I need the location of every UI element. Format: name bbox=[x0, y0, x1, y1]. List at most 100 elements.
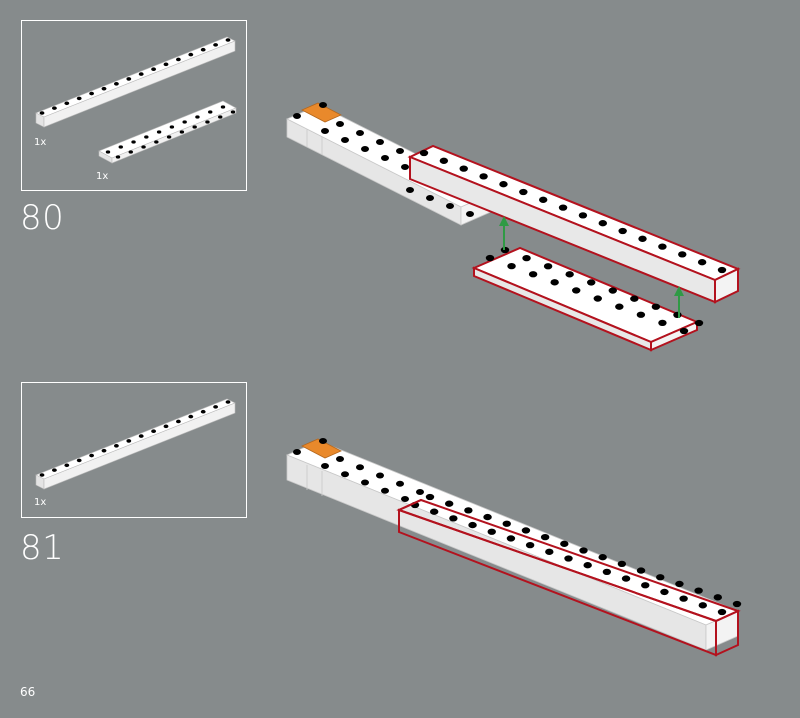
stud bbox=[131, 140, 136, 144]
stud bbox=[89, 91, 94, 96]
stud bbox=[376, 472, 384, 479]
stud bbox=[617, 560, 627, 568]
new-brick-1x16 bbox=[396, 498, 741, 657]
stud bbox=[660, 588, 669, 596]
stud bbox=[459, 165, 468, 172]
stud bbox=[540, 533, 550, 541]
arrow-up-icon bbox=[499, 216, 509, 250]
stud bbox=[195, 115, 200, 119]
step-number-81: 81 bbox=[20, 528, 65, 568]
stud bbox=[114, 82, 119, 86]
stud bbox=[485, 254, 495, 262]
stud bbox=[341, 137, 349, 143]
stud bbox=[39, 473, 45, 477]
base-assembly bbox=[285, 438, 742, 651]
stud bbox=[361, 146, 369, 152]
stud bbox=[697, 259, 707, 266]
stud bbox=[356, 464, 364, 471]
stud bbox=[406, 187, 414, 193]
stud bbox=[429, 508, 439, 515]
stud bbox=[89, 453, 94, 458]
stud bbox=[319, 102, 327, 108]
stud bbox=[401, 164, 409, 170]
stud bbox=[598, 554, 607, 561]
stud bbox=[528, 271, 538, 278]
stud bbox=[543, 263, 553, 270]
stud bbox=[572, 287, 581, 294]
stud bbox=[565, 271, 574, 278]
stud bbox=[154, 140, 159, 144]
stud bbox=[521, 527, 531, 534]
new-plate-2x10 bbox=[471, 246, 704, 352]
stud bbox=[156, 130, 162, 134]
brick-1x16-part bbox=[35, 36, 236, 128]
stud bbox=[717, 608, 727, 616]
stud bbox=[218, 115, 223, 119]
stud bbox=[105, 150, 111, 154]
parts-illustration-81: 1x bbox=[34, 398, 236, 508]
stud bbox=[166, 135, 172, 139]
stud bbox=[713, 594, 723, 601]
stud bbox=[630, 295, 639, 302]
stud bbox=[138, 434, 144, 438]
stud bbox=[615, 303, 624, 310]
stud bbox=[638, 235, 647, 242]
stud bbox=[658, 243, 667, 250]
stud bbox=[163, 424, 169, 429]
stud bbox=[182, 120, 187, 124]
stud bbox=[176, 57, 181, 62]
stud bbox=[446, 203, 454, 209]
stud bbox=[144, 135, 149, 139]
stud bbox=[163, 62, 169, 67]
stud bbox=[401, 496, 409, 502]
stud bbox=[225, 38, 231, 42]
stud bbox=[321, 128, 329, 134]
stud bbox=[618, 227, 627, 235]
stud bbox=[115, 155, 121, 159]
stud bbox=[151, 67, 157, 71]
stud bbox=[176, 419, 181, 424]
stud bbox=[564, 555, 573, 562]
stud bbox=[188, 52, 194, 57]
stud bbox=[208, 110, 213, 114]
stud bbox=[539, 196, 548, 203]
stud bbox=[126, 77, 132, 81]
stud bbox=[519, 188, 528, 196]
stud bbox=[608, 287, 617, 294]
stud bbox=[64, 463, 70, 468]
stud bbox=[506, 535, 516, 542]
stud bbox=[126, 439, 132, 443]
stud bbox=[200, 409, 206, 414]
stud bbox=[694, 319, 704, 327]
stud bbox=[679, 595, 688, 602]
stud bbox=[361, 479, 369, 486]
stud bbox=[641, 582, 650, 589]
stud bbox=[425, 493, 435, 501]
stud bbox=[678, 251, 687, 258]
stud bbox=[636, 567, 646, 574]
stud bbox=[732, 600, 742, 608]
stud bbox=[587, 279, 596, 286]
stud bbox=[464, 507, 473, 514]
stud bbox=[444, 500, 454, 507]
stud bbox=[656, 574, 665, 581]
page-number: 66 bbox=[20, 685, 36, 699]
stud bbox=[636, 311, 646, 318]
stud bbox=[483, 513, 492, 521]
stud bbox=[114, 444, 119, 448]
stud bbox=[698, 602, 708, 609]
stud bbox=[525, 541, 535, 549]
stud bbox=[449, 515, 458, 522]
plate-2x10-part bbox=[98, 100, 237, 164]
stud bbox=[52, 106, 57, 110]
stud bbox=[213, 405, 219, 409]
stud bbox=[558, 204, 568, 211]
stud bbox=[188, 414, 194, 419]
stud bbox=[419, 149, 429, 157]
stud bbox=[76, 96, 82, 101]
stud bbox=[169, 125, 175, 129]
stud bbox=[118, 145, 123, 149]
stud bbox=[293, 449, 301, 455]
stud bbox=[101, 448, 107, 453]
